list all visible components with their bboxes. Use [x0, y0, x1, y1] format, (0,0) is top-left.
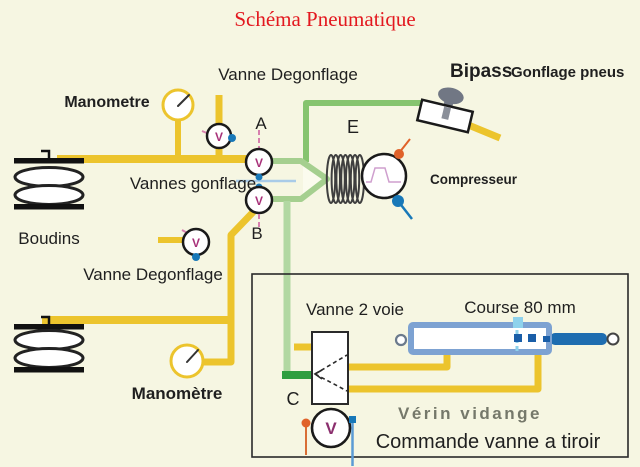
label-commande: Commande vanne a tiroir [376, 431, 601, 453]
valve-b-icon [244, 185, 274, 215]
nozzle-interior [303, 164, 325, 195]
compressor-pin-blue [392, 195, 404, 207]
pipe-green-to-bipass [303, 100, 423, 162]
label-point-b: B [251, 224, 262, 243]
boudin-top-bellow1 [13, 166, 85, 188]
pipe-valve-b-down [201, 205, 260, 366]
coil-loop [349, 154, 361, 204]
boudin-top-bar-upper [14, 158, 84, 164]
valve-b: V [244, 185, 274, 228]
boudin-top-bar-lower [14, 204, 84, 210]
valve-stack-port1 [255, 173, 263, 181]
valve-degonflage-top-port [228, 134, 236, 142]
cylinder-eyelet-right [606, 332, 620, 346]
label-compresseur: Compresseur [430, 172, 518, 187]
valve-degonflage-top-letter: V [215, 130, 223, 144]
coil-loop [345, 154, 356, 204]
verin-cylinder [394, 317, 620, 355]
label-boudins: Boudins [18, 229, 79, 248]
label-vannes-gonflage: Vannes gonflage [130, 174, 256, 193]
valve-degonflage-bottom-letter: V [192, 236, 200, 250]
vanne-2-voie-arrowhead [313, 369, 323, 380]
command-valve-letter: V [325, 419, 337, 438]
vanne-2-voie-valve [311, 331, 349, 405]
label-point-e: E [347, 117, 359, 137]
command-valve-icon [310, 407, 352, 449]
pipe-cylinder-port1 [348, 353, 451, 371]
label-vanne-degonflage-bottom: Vanne Degonflage [83, 265, 223, 284]
label-vanne-2-voie: Vanne 2 voie [306, 300, 404, 319]
boudin-bottom-lever [41, 315, 51, 326]
compressor-cam-curve [366, 167, 401, 183]
piston-block3 [543, 336, 550, 342]
valve-a-letter: V [255, 156, 263, 170]
label-vanne-degonflage-top: Vanne Degonflage [218, 65, 358, 84]
pipe-bipass-outlet [464, 120, 502, 142]
boudin-bottom-bar-lower [14, 367, 84, 373]
command-valve-blue-port [349, 416, 356, 423]
coil-loop [335, 154, 346, 204]
manometer-bottom-needle [186, 349, 199, 363]
vanne-2-voie-body [311, 331, 349, 405]
label-point-c: C [287, 389, 300, 409]
schematic-title: Schéma Pneumatique [234, 7, 415, 31]
vanne-2-voie-flow-lower [314, 373, 348, 392]
manometer-top-needle [177, 94, 190, 107]
boudin-top-bellow2 [13, 184, 85, 206]
piston-block1 [514, 334, 522, 342]
vanne-2-voie-flow-upper [314, 354, 348, 375]
label-bipass: Bipass [450, 61, 512, 82]
label-verin-vidange: Vérin vidange [398, 404, 542, 423]
bipass-bolt-head [438, 87, 464, 105]
boudin-bottom [13, 315, 85, 373]
boudin-bottom-bellow2 [13, 347, 85, 369]
manometer-top [161, 88, 195, 122]
coil-loop [325, 154, 337, 204]
cylinder-rod [550, 333, 607, 345]
valve-degonflage-bottom: V [181, 227, 211, 261]
valve-b-letter: V [255, 194, 263, 208]
control-box [251, 273, 629, 458]
label-manometre-top: Manometre [64, 94, 149, 111]
manometer-bottom [169, 343, 205, 379]
compressor [360, 138, 413, 220]
pipe-cylinder-port2 [348, 353, 542, 393]
compressor-pin-orange [394, 149, 404, 159]
compressor-body [360, 152, 408, 200]
label-point-a: A [255, 114, 267, 133]
label-manometre-bottom: Manomètre [132, 384, 223, 403]
boudin-top [13, 149, 85, 210]
piston-block2 [528, 334, 536, 342]
bipass-bolt-tip [441, 106, 451, 120]
boudin-bottom-bellow1 [13, 329, 85, 351]
label-gonflage-pneus: Gonflage pneus [511, 64, 624, 81]
valve-degonflage-bottom-port [192, 253, 200, 261]
coil-loop [340, 154, 351, 204]
command-valve: V [301, 407, 356, 466]
boudin-top-lever [41, 149, 51, 160]
cylinder-seal-mark [513, 317, 523, 328]
boudin-bottom-bar-upper [14, 324, 84, 330]
label-course: Course 80 mm [464, 298, 575, 317]
coil-loop [330, 154, 341, 204]
valve-degonflage-top: V [201, 122, 236, 150]
bipass-valve [415, 87, 475, 134]
command-valve-orange-port [301, 418, 311, 428]
cylinder-eyelet-left [394, 333, 408, 347]
